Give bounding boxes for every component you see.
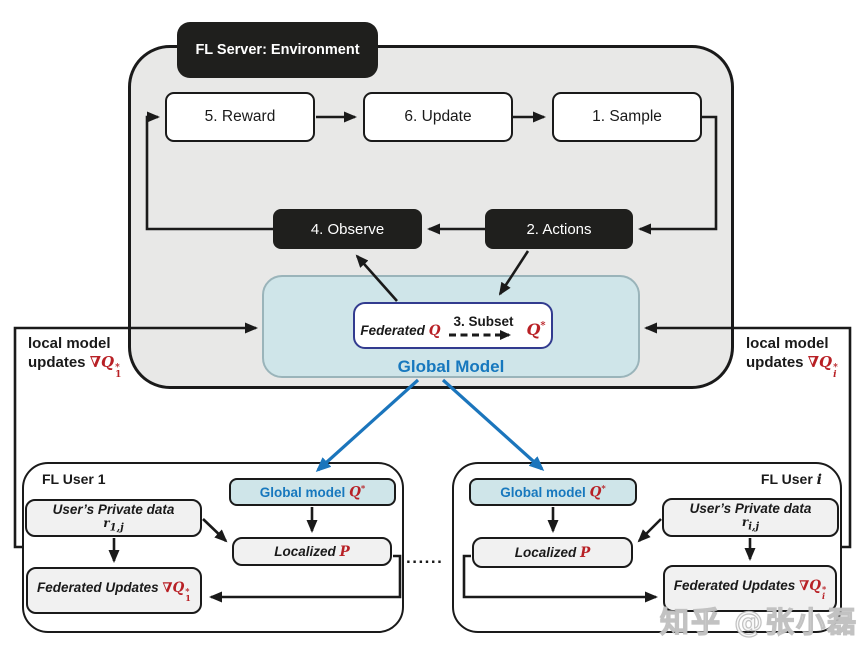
right-note-updates-word: updates [746,354,804,371]
right-note-line1: local model [746,335,829,352]
reward-box: 5. Reward [165,92,315,142]
ellipsis-between-users: ...... [406,548,444,567]
user1-private-data-box: User’s Private data r1,j [25,499,202,537]
fl-server-environment-label: FL Server: Environment [177,22,378,78]
q-star-symbol: Q* [526,320,545,339]
q-letter: Q [526,320,541,339]
update-box: 6. Update [363,92,513,142]
federated-word: Federated [360,323,425,338]
subset-dashed-arrow-icon [449,330,512,340]
sample-box: 1. Sample [552,92,702,142]
useri-r-symbol: ri,j [741,515,760,533]
useri-private-data-box: User’s Private data ri,j [662,498,839,537]
federated-q-symbol: Q [428,323,441,339]
user1-federated-updates-box: Federated Updates ∇Q*1 [26,567,202,614]
observe-box: 4. Observe [273,209,422,249]
fl-useri-title: FL User i [760,471,822,488]
arrow-globalmodel-to-user1 [315,378,420,473]
subset-label: 3. Subset [453,314,514,329]
right-note-grad-symbol: ∇Q*i [807,353,838,381]
useri-localized-box: Localized P [472,537,633,568]
left-local-updates-note: local model updates ∇Q*1 [28,334,148,380]
useri-global-model-label: Global model [500,484,586,500]
user1-federated-updates-label: Federated Updates ∇Q*1 [37,579,191,603]
user1-r-symbol: r1,j [103,515,124,534]
subset-arrow-group: 3. Subset [447,314,519,341]
left-note-updates-word: updates [28,354,86,371]
left-note-line1: local model [28,335,111,352]
right-note-line2: updates ∇Q*i [746,353,861,380]
useri-federated-updates-box: Federated Updates ∇Q*i [663,565,837,612]
federated-q-label: Federated Q [360,323,440,339]
fl-user1-title: FL User 1 [42,471,106,487]
user1-private-data-label: User’s Private data [52,501,175,517]
federated-q-subset-box: Federated Q 3. Subset Q* [353,302,553,349]
q-star-sup: * [540,320,546,332]
arrow-globalmodel-to-useri [441,378,545,472]
left-note-grad-symbol: ∇Q*1 [89,353,122,381]
useri-qstar-symbol: Q* [589,483,606,501]
global-model-label: Global Model [397,357,505,376]
user1-localized-box: Localized P [232,537,392,566]
useri-localized-label: Localized P [514,544,591,561]
left-note-line2: updates ∇Q*1 [28,353,148,380]
watermark: 知乎 @张小磊 [659,604,859,639]
useri-global-model-box: Global model Q* [469,478,637,506]
right-local-updates-note: local model updates ∇Q*i [746,334,861,380]
user1-global-model-label: Global model [259,484,346,500]
user1-global-model-box: Global model Q* [229,478,396,506]
user1-localized-label: Localized P [274,543,350,560]
actions-box: 2. Actions [485,209,633,249]
useri-federated-updates-label: Federated Updates ∇Q*i [673,577,827,601]
useri-private-data-label: User’s Private data [689,501,812,517]
user1-qstar-symbol: Q* [349,483,366,501]
